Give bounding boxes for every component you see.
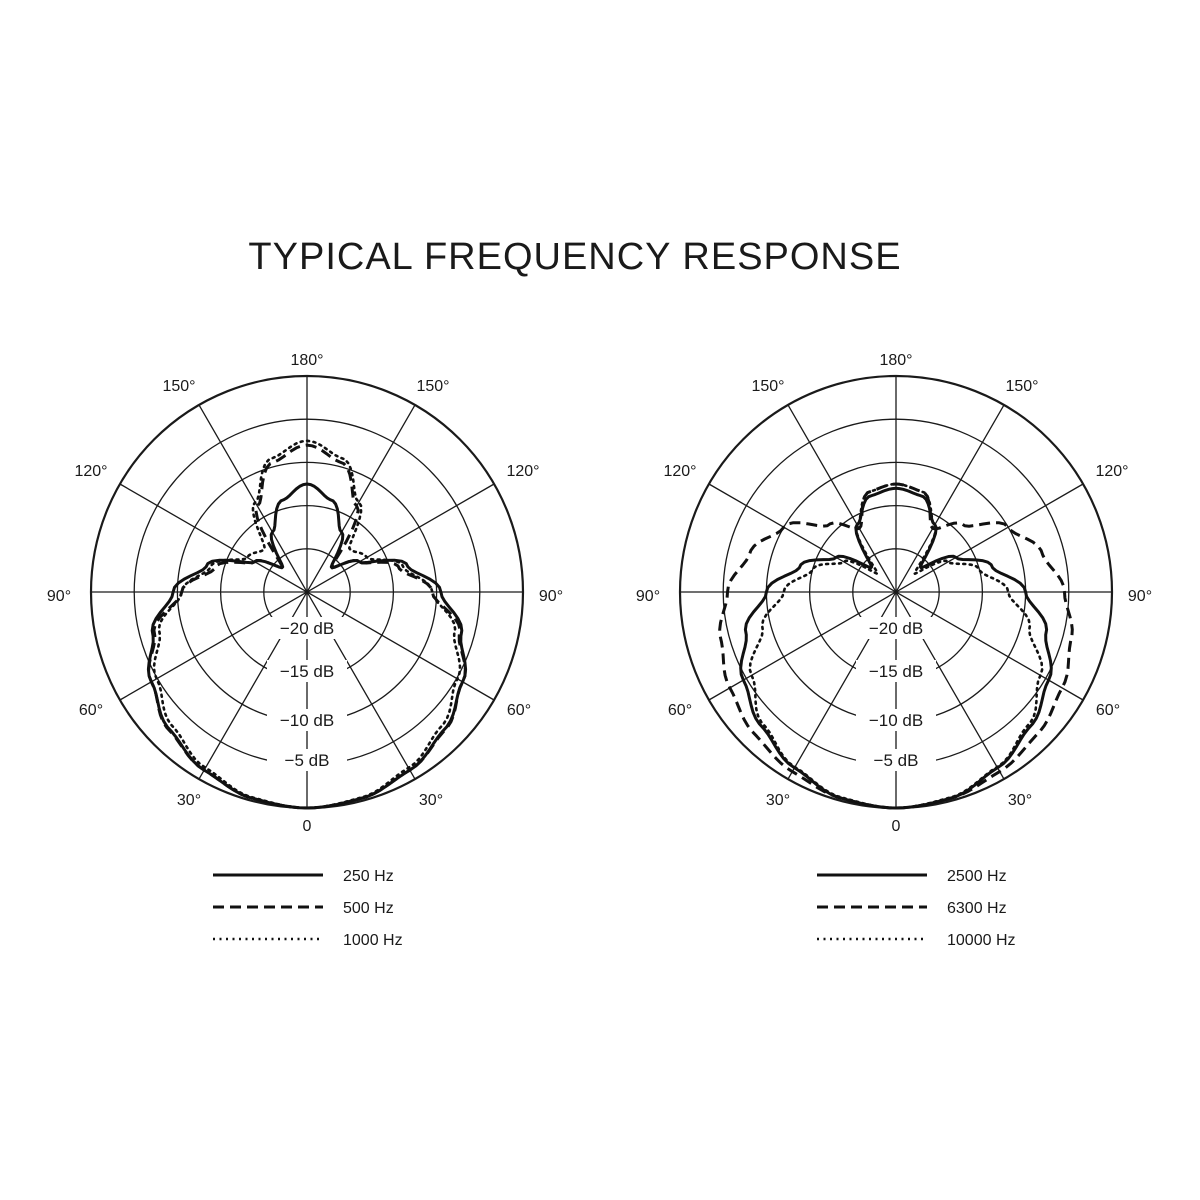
db-label: −10 dB — [869, 711, 923, 730]
angle-label: 90° — [636, 588, 660, 605]
db-label-bg — [267, 660, 347, 682]
polar-chart-1: −20 dB −15 dB −10 dB −5 dB 180° 150° 150° 120° 1… — [47, 352, 563, 949]
series-curve — [147, 443, 467, 810]
angle-label: 150° — [416, 378, 449, 395]
angle-label: 0 — [303, 818, 312, 835]
db-label-bg — [856, 709, 936, 731]
legend-label: 250 Hz — [343, 868, 394, 885]
db-label: −5 dB — [285, 751, 330, 770]
page-title: TYPICAL FREQUENCY RESPONSE — [248, 236, 902, 278]
angle-label: 120° — [506, 463, 539, 480]
angle-label: 30° — [177, 792, 201, 809]
angle-label: 30° — [766, 792, 790, 809]
series-curve — [748, 482, 1044, 810]
angle-label: 60° — [507, 702, 531, 719]
angle-label: 30° — [1008, 792, 1032, 809]
polar-chart-2: −20 dB −15 dB −10 dB −5 dB 180° 150° 150° 120° 1… — [636, 352, 1152, 949]
db-label: −10 dB — [280, 711, 334, 730]
legend-label: 10000 Hz — [947, 932, 1016, 949]
angle-label: 60° — [668, 702, 692, 719]
legend-label: 500 Hz — [343, 900, 394, 917]
db-label: −15 dB — [869, 662, 923, 681]
angle-label: 180° — [879, 352, 912, 369]
db-label: −20 dB — [280, 619, 334, 638]
angle-label: 120° — [1095, 463, 1128, 480]
db-label: −5 dB — [874, 751, 919, 770]
series-curve — [718, 482, 1074, 810]
angle-label: 60° — [1096, 702, 1120, 719]
db-label: −15 dB — [280, 662, 334, 681]
series-curve — [739, 486, 1053, 810]
db-label: −20 dB — [869, 619, 923, 638]
angle-label: 30° — [419, 792, 443, 809]
db-label-bg — [856, 749, 936, 771]
angle-label: 90° — [47, 588, 71, 605]
angle-label: 150° — [1005, 378, 1038, 395]
db-label-bg — [856, 617, 936, 639]
angle-label: 120° — [74, 463, 107, 480]
db-label-bg — [267, 709, 347, 731]
angle-label: 90° — [539, 588, 563, 605]
angle-label: 180° — [290, 352, 323, 369]
angle-label: 120° — [663, 463, 696, 480]
angle-label: 150° — [162, 378, 195, 395]
db-label-bg — [267, 749, 347, 771]
db-label-bg — [267, 617, 347, 639]
db-label-bg — [856, 660, 936, 682]
angle-label: 0 — [892, 818, 901, 835]
grid-spoke — [198, 404, 416, 780]
legend-label: 2500 Hz — [947, 868, 1007, 885]
series-curve — [152, 439, 462, 810]
angle-label: 90° — [1128, 588, 1152, 605]
legend-label: 6300 Hz — [947, 900, 1007, 917]
angle-label: 150° — [751, 378, 784, 395]
legend-label: 1000 Hz — [343, 932, 403, 949]
grid-spoke — [787, 404, 1005, 780]
angle-label: 60° — [79, 702, 103, 719]
